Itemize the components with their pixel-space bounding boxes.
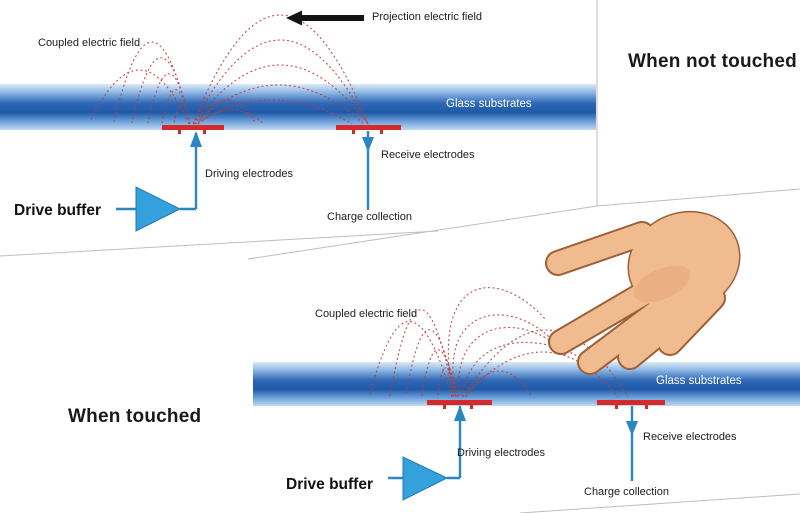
glass-substrate-top bbox=[0, 84, 596, 130]
connector-lines-top bbox=[116, 131, 370, 211]
driving-electrodes-label-top: Driving electrodes bbox=[205, 168, 294, 180]
projection-field-label: Projection electric field bbox=[372, 11, 482, 23]
glass-substrates-label-bottom: Glass substrates bbox=[656, 375, 742, 387]
palm-shading bbox=[633, 265, 691, 303]
down-arrow-icon bbox=[362, 137, 374, 152]
connectors-top bbox=[116, 131, 370, 211]
up-arrow-icon bbox=[454, 405, 466, 421]
drive-buffer-label-top: Drive buffer bbox=[14, 202, 101, 219]
field-lines-bottom bbox=[369, 287, 629, 398]
connectors-bottom bbox=[388, 406, 634, 481]
driving-electrodes-label-bottom: Driving electrodes bbox=[457, 447, 546, 459]
connector-arrows-top bbox=[190, 131, 374, 152]
driving-electrode-bottom bbox=[427, 400, 492, 409]
receive-electrode-top bbox=[336, 125, 401, 134]
driving-electrode-top bbox=[162, 125, 224, 134]
glass-substrates-label-top: Glass substrates bbox=[446, 98, 532, 110]
charge-collection-label-top: Charge collection bbox=[327, 211, 412, 223]
electrodes-top bbox=[162, 125, 401, 134]
left-arrow-icon bbox=[286, 10, 364, 26]
electrodes-bottom bbox=[427, 400, 665, 409]
receive-electrodes-label-top: Receive electrodes bbox=[381, 149, 475, 161]
fingers bbox=[547, 223, 724, 373]
receive-electrode-bottom bbox=[597, 400, 665, 409]
drive-buffer-label-bottom: Drive buffer bbox=[286, 476, 373, 493]
coupled-field-label-bottom: Coupled electric field bbox=[315, 308, 417, 320]
panel-title-not-touched: When not touched bbox=[628, 51, 797, 72]
field-lines-to-finger bbox=[447, 287, 585, 397]
receive-electrodes-label-bottom: Receive electrodes bbox=[643, 431, 737, 443]
panel-title-touched: When touched bbox=[68, 406, 201, 427]
panel-touched: Glass substrates bbox=[68, 210, 800, 501]
down-arrow-icon bbox=[626, 421, 638, 436]
charge-collection-label-bottom: Charge collection bbox=[584, 486, 669, 498]
connector-arrows-bottom bbox=[454, 405, 638, 436]
glass-substrate-bottom bbox=[253, 362, 800, 406]
up-arrow-icon bbox=[190, 131, 202, 147]
field-lines-top bbox=[89, 14, 369, 125]
connector-lines-bottom bbox=[388, 406, 634, 481]
coupled-field-lines-bottom bbox=[369, 309, 629, 398]
hand-illustration bbox=[545, 210, 741, 375]
coupled-field-label-top: Coupled electric field bbox=[38, 37, 140, 49]
drive-buffer-triangle-bottom bbox=[402, 456, 449, 501]
coupled-field-lines-top bbox=[89, 41, 265, 125]
drive-buffer-triangle-top bbox=[135, 186, 182, 232]
panel-not-touched: Glass substrates Coupled electric field … bbox=[0, 10, 797, 232]
